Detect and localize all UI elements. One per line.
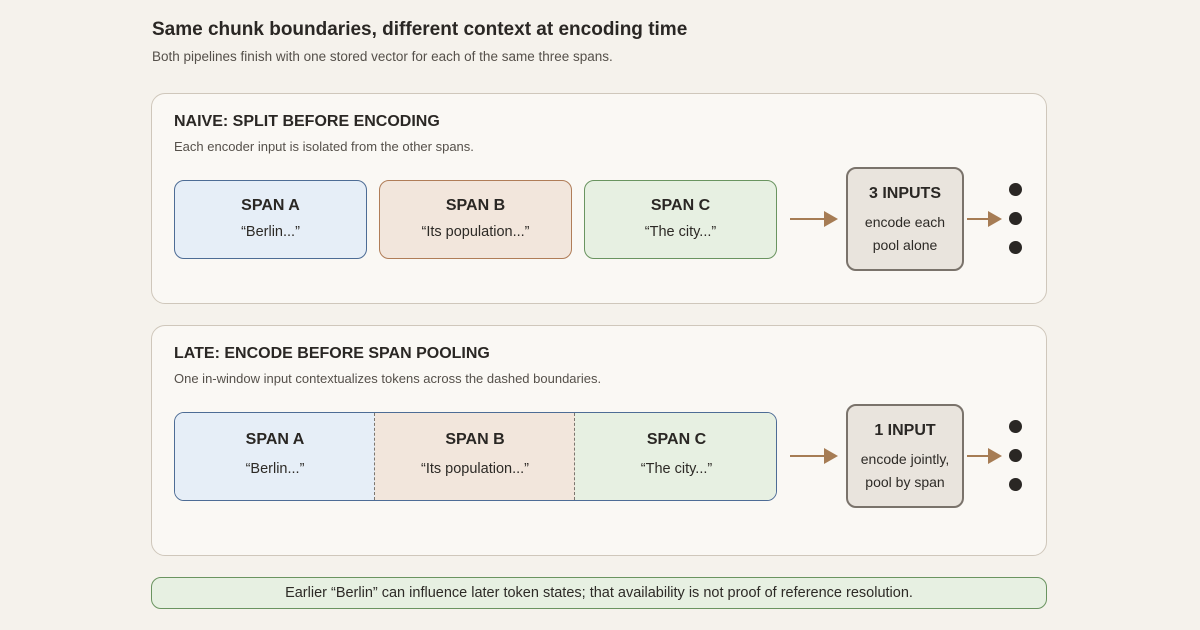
naive-span-b: SPAN B “Its population...” xyxy=(379,180,572,259)
vector-dot xyxy=(1009,241,1022,254)
late-note: One in-window input contextualizes token… xyxy=(174,371,602,386)
late-joint-input-strip: SPAN A “Berlin...” SPAN B “Its populatio… xyxy=(174,412,777,501)
late-encoder-box: 1 INPUT encode jointly, pool by span xyxy=(846,404,964,508)
late-panel: LATE: ENCODE BEFORE SPAN POOLING One in-… xyxy=(151,325,1047,556)
late-span-a: SPAN A “Berlin...” xyxy=(175,413,375,500)
vector-dot xyxy=(1009,183,1022,196)
vector-dot xyxy=(1009,449,1022,462)
vector-dot xyxy=(1009,212,1022,225)
span-text: “The city...” xyxy=(644,224,717,240)
arrow-to-vectors-icon xyxy=(967,211,1002,227)
naive-note: Each encoder input is isolated from the … xyxy=(174,139,474,154)
dashed-boundary xyxy=(574,413,575,500)
encoder-line-2: pool alone xyxy=(872,237,938,253)
naive-heading: NAIVE: SPLIT BEFORE ENCODING xyxy=(174,113,440,130)
span-text: “Its population...” xyxy=(421,224,530,240)
late-span-b: SPAN B “Its population...” xyxy=(375,413,575,500)
span-label: SPAN A xyxy=(245,431,305,448)
diagram-subtitle: Both pipelines finish with one stored ve… xyxy=(152,49,613,64)
span-text: “Berlin...” xyxy=(245,461,305,477)
arrow-to-encoder-icon xyxy=(790,211,838,227)
late-heading: LATE: ENCODE BEFORE SPAN POOLING xyxy=(174,345,490,362)
arrow-to-vectors-icon xyxy=(967,448,1002,464)
span-label: SPAN A xyxy=(241,197,300,214)
dashed-boundary xyxy=(374,413,375,500)
arrow-to-encoder-icon xyxy=(790,448,838,464)
span-text: “The city...” xyxy=(640,461,713,477)
encoder-line-1: encode jointly, xyxy=(860,451,950,467)
span-text: “Its population...” xyxy=(421,461,529,477)
encoder-line-2: pool by span xyxy=(865,474,945,490)
naive-encoder-box: 3 INPUTS encode each pool alone xyxy=(846,167,964,271)
diagram-title: Same chunk boundaries, different context… xyxy=(152,19,688,40)
naive-panel: NAIVE: SPLIT BEFORE ENCODING Each encode… xyxy=(151,93,1047,304)
footer-note: Earlier “Berlin” can influence later tok… xyxy=(151,577,1047,609)
naive-span-a: SPAN A “Berlin...” xyxy=(174,180,367,259)
span-label: SPAN C xyxy=(646,431,707,448)
encoder-title: 1 INPUT xyxy=(874,422,936,439)
late-span-c: SPAN C “The city...” xyxy=(575,413,776,500)
vector-dot xyxy=(1009,420,1022,433)
encoder-title: 3 INPUTS xyxy=(868,185,941,202)
span-label: SPAN B xyxy=(445,197,506,214)
vector-dot xyxy=(1009,478,1022,491)
encoder-line-1: encode each xyxy=(864,214,946,230)
span-label: SPAN C xyxy=(650,197,711,214)
span-label: SPAN B xyxy=(445,431,505,448)
span-text: “Berlin...” xyxy=(241,224,300,240)
naive-span-c: SPAN C “The city...” xyxy=(584,180,777,259)
